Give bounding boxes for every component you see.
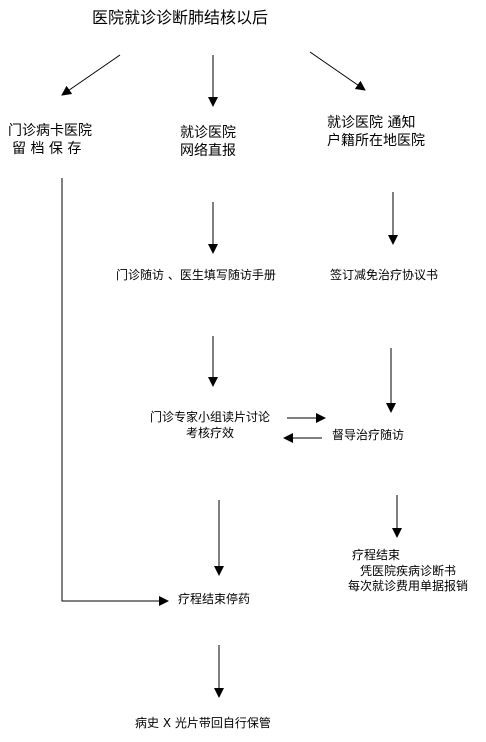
- archive-records-step: 病史 X 光片带回自行保管: [135, 716, 271, 730]
- stop-medication-step: 疗程结束停药: [178, 592, 251, 606]
- expert-review-line2: 考核疗效: [185, 425, 235, 440]
- treatment-end-line1: 疗程结束: [351, 548, 401, 562]
- left-branch-line2: 留 档 保 存: [12, 141, 82, 158]
- left-branch-label: 门诊病卡医院 留 档 保 存: [8, 122, 92, 158]
- right-branch-label: 就诊医院 通知 户籍所在地医院: [327, 114, 425, 150]
- left-branch-line1: 门诊病卡医院: [8, 123, 92, 139]
- agreement-step: 签订减免治疗协议书: [330, 268, 439, 282]
- right-branch-line1: 就诊医院 通知: [327, 115, 416, 131]
- follow-up-step: 门诊随访 、医生填写随访手册: [116, 268, 276, 282]
- expert-review-step: 门诊专家小组读片讨论 考核疗效: [150, 410, 270, 441]
- treatment-end-line2: 凭医院疾病诊断书: [359, 563, 457, 578]
- arrow-left-archive-to-stop: [61, 178, 169, 606]
- middle-branch-line1: 就诊医院: [180, 125, 236, 141]
- arrow-title-to-right: [309, 51, 366, 91]
- treatment-end-line3: 每次就诊费用单据报销: [347, 579, 469, 594]
- expert-review-line1: 门诊专家小组读片讨论: [149, 410, 271, 424]
- treatment-end-right-step: 疗程结束 凭医院疾病诊断书 每次就诊费用单据报销: [348, 548, 468, 595]
- supervise-step: 督导治疗随访: [332, 428, 405, 442]
- arrow-title-to-left: [61, 54, 121, 96]
- title: 医院就诊诊断肺结核以后: [92, 8, 269, 27]
- middle-branch-line2: 网络直报: [180, 143, 236, 160]
- middle-branch-label: 就诊医院 网络直报: [180, 124, 236, 160]
- right-branch-line2: 户籍所在地医院: [327, 133, 425, 150]
